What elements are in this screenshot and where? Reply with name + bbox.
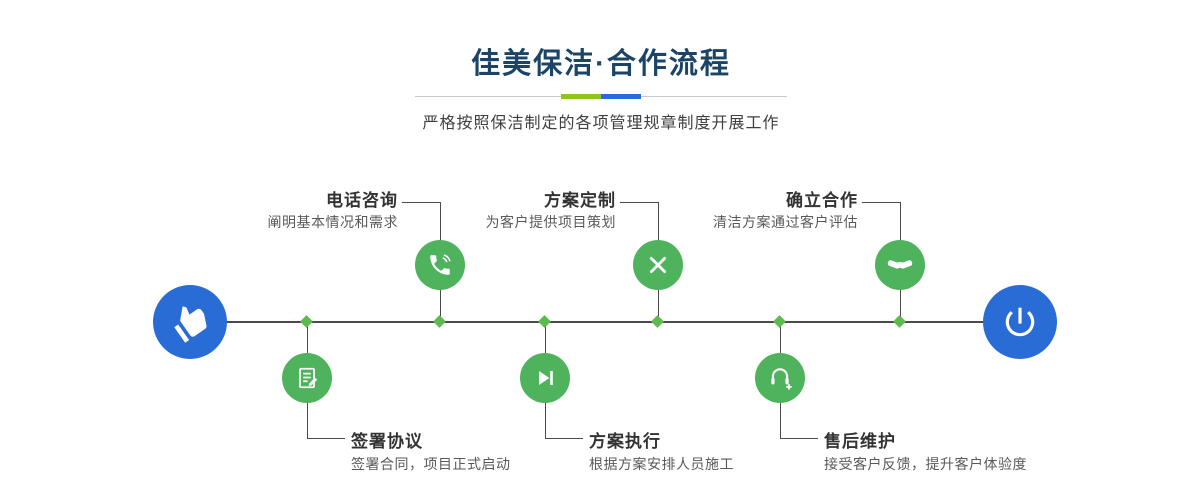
connector-line — [545, 438, 583, 439]
phone-icon — [427, 252, 453, 278]
step-node-plan-customization — [633, 240, 683, 290]
step-label-plan-customization: 方案定制 — [544, 191, 616, 210]
step-node-establish-cooperation — [875, 240, 925, 290]
connector-line — [307, 323, 308, 353]
step-node-after-sales — [755, 353, 805, 403]
connector-line — [545, 323, 546, 353]
timeline-node-diamond — [651, 315, 664, 328]
step-label-establish-cooperation: 确立合作 — [786, 191, 858, 210]
step-node-phone-consultation — [415, 240, 465, 290]
timeline-axis — [190, 321, 1020, 323]
connector-line — [402, 202, 440, 203]
customer-support-icon — [767, 365, 793, 391]
page-title: 佳美保洁·合作流程 — [471, 48, 731, 80]
connector-line — [862, 202, 900, 203]
connector-line — [658, 290, 659, 321]
step-desc-phone-consultation: 阐明基本情况和需求 — [267, 214, 398, 230]
step-node-sign-agreement — [282, 353, 332, 403]
step-label-after-sales: 售后维护 — [824, 432, 896, 451]
connector-line — [780, 323, 781, 353]
timeline-node-diamond — [300, 315, 313, 328]
connector-line — [780, 438, 818, 439]
step-desc-plan-customization: 为客户提供项目策划 — [485, 214, 616, 230]
connector-line — [658, 202, 659, 240]
handshake-icon — [886, 251, 914, 279]
step-desc-after-sales: 接受客户反馈，提升客户体验度 — [824, 456, 1027, 472]
step-label-plan-execution: 方案执行 — [589, 432, 661, 451]
play-icon — [532, 365, 558, 391]
connector-line — [620, 202, 658, 203]
design-tools-icon — [645, 252, 671, 278]
contract-icon — [294, 365, 320, 391]
timeline-node-diamond — [538, 315, 551, 328]
connector-line — [307, 403, 308, 438]
step-node-plan-execution — [520, 353, 570, 403]
connector-line — [900, 202, 901, 240]
timeline-start-node — [153, 285, 227, 359]
step-label-phone-consultation: 电话咨询 — [326, 191, 398, 210]
connector-line — [307, 438, 345, 439]
step-label-sign-agreement: 签署协议 — [351, 432, 423, 451]
title-divider-green-segment — [561, 94, 601, 99]
step-desc-establish-cooperation: 清洁方案通过客户评估 — [713, 214, 858, 230]
timeline-node-diamond — [893, 315, 906, 328]
power-icon — [1001, 303, 1039, 341]
hand-pointer-icon — [164, 296, 217, 349]
step-desc-sign-agreement: 签署合同，项目正式启动 — [351, 456, 511, 472]
connector-line — [440, 290, 441, 321]
connector-line — [545, 403, 546, 438]
timeline-node-diamond — [773, 315, 786, 328]
timeline-node-diamond — [433, 315, 446, 328]
step-desc-plan-execution: 根据方案安排人员施工 — [589, 456, 734, 472]
title-divider-blue-segment — [601, 94, 641, 99]
connector-line — [900, 290, 901, 321]
page-subtitle: 严格按照保洁制定的各项管理规章制度开展工作 — [422, 115, 780, 132]
connector-line — [440, 202, 441, 240]
connector-line — [780, 403, 781, 438]
timeline-end-node — [983, 285, 1057, 359]
